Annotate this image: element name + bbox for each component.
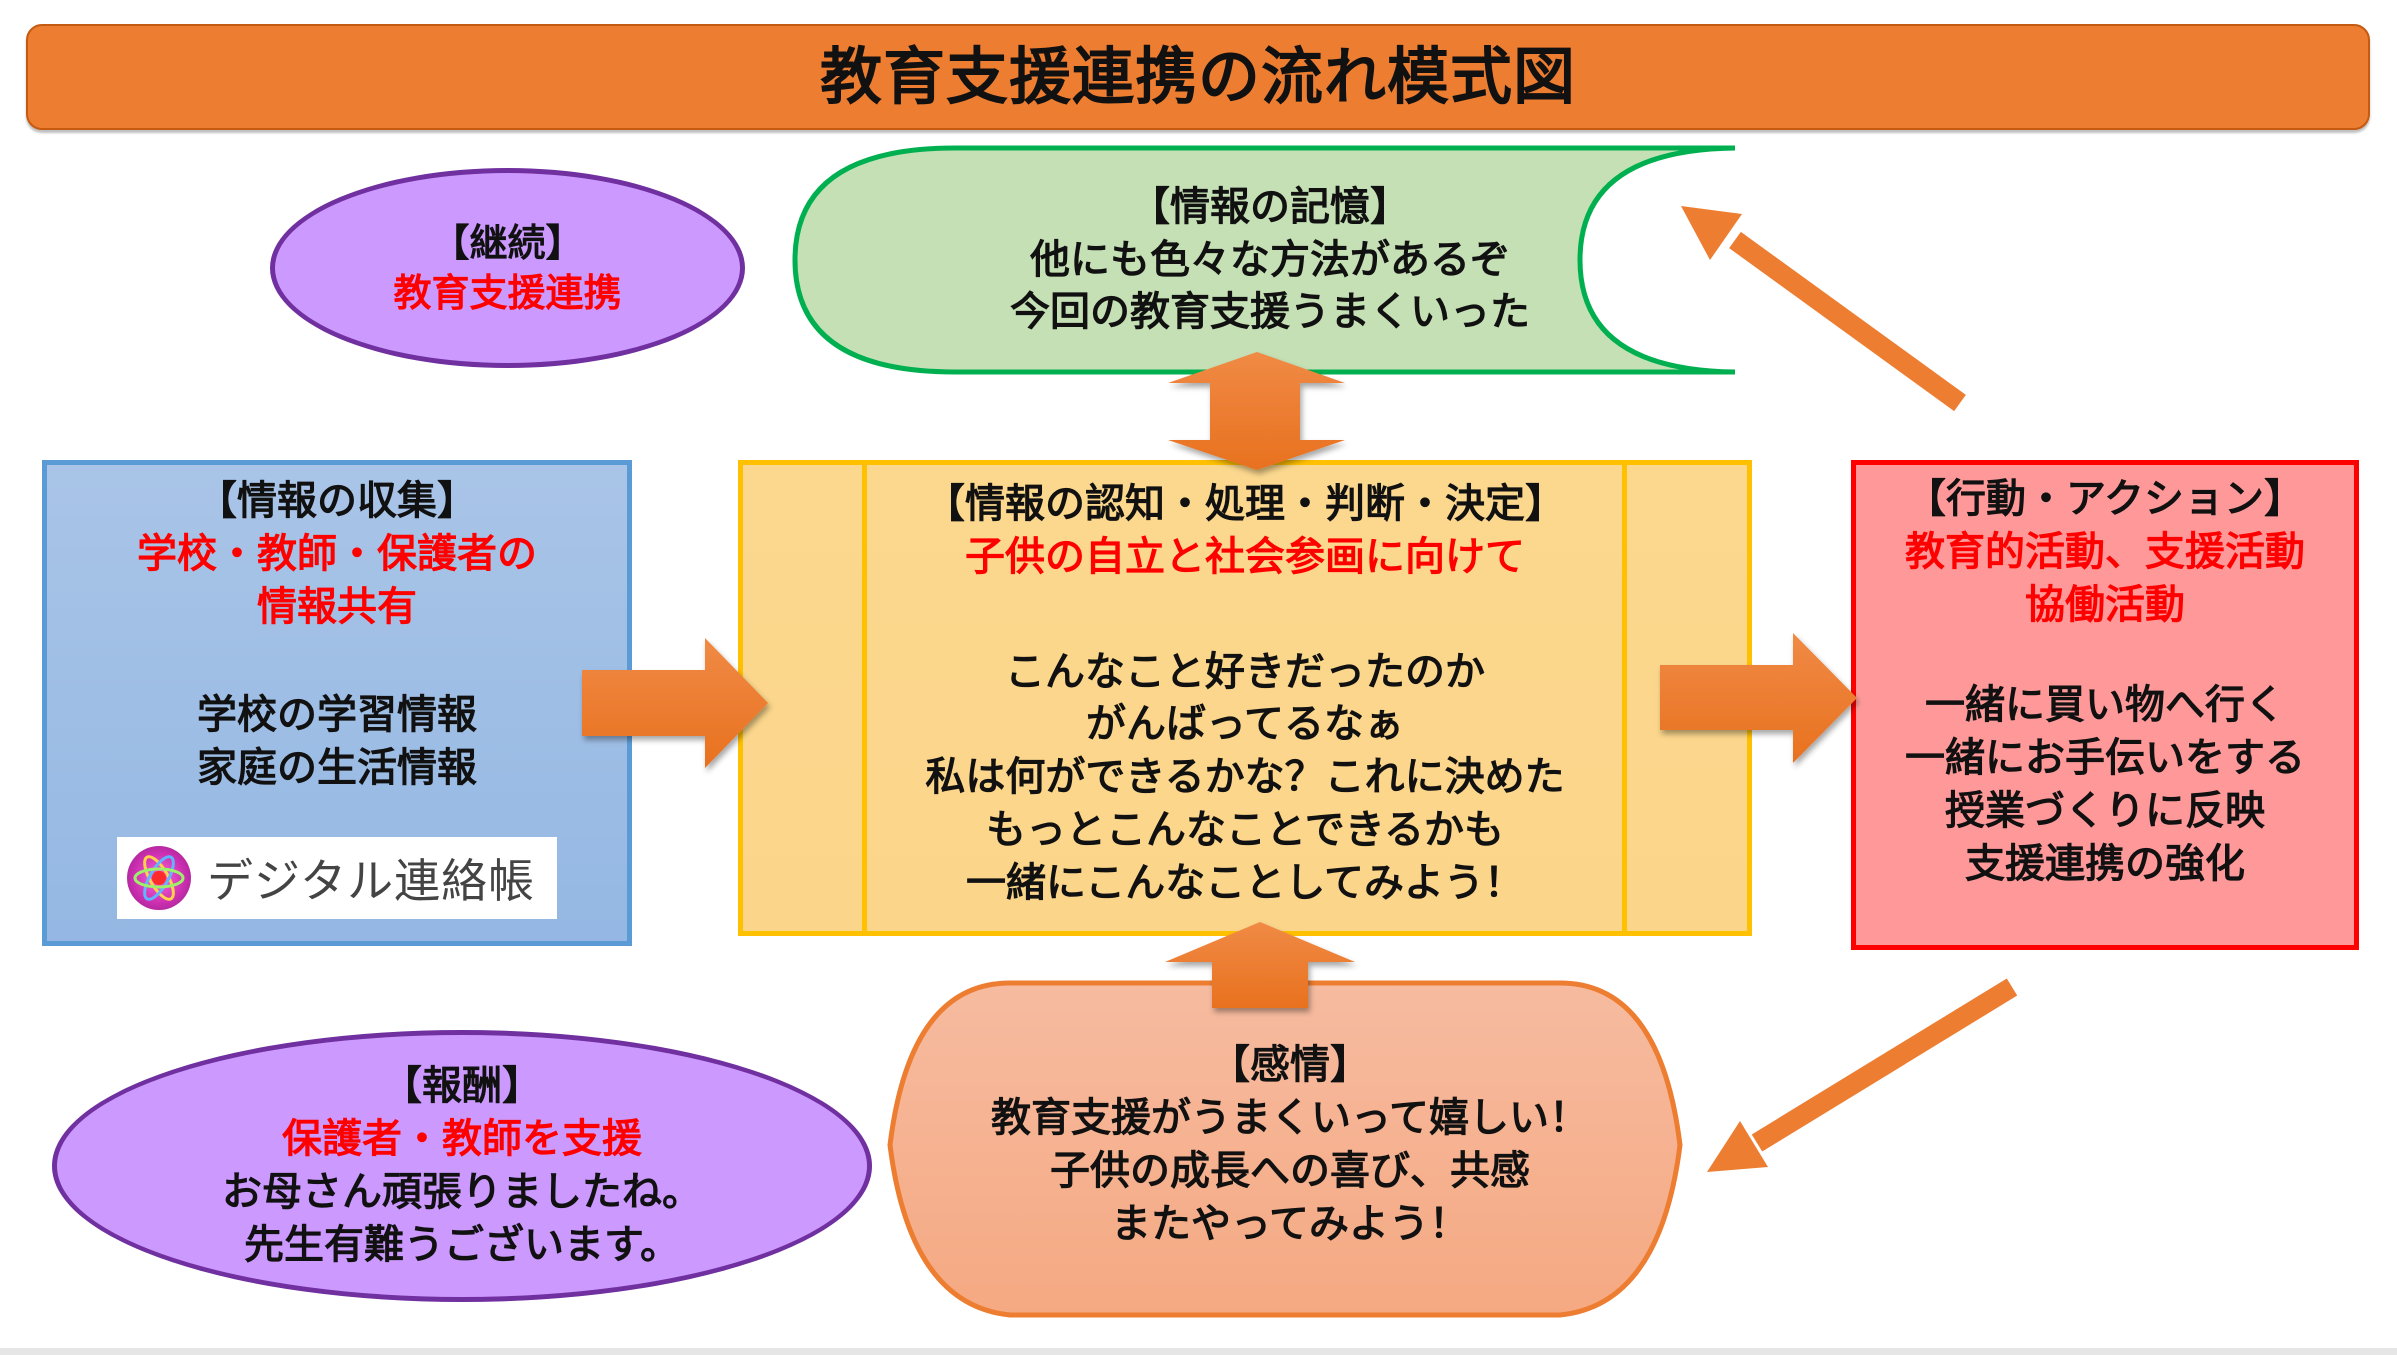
collection-line: 家庭の生活情報 bbox=[197, 745, 477, 792]
reward-heading: 【報酬】 bbox=[382, 1063, 542, 1110]
bottom-strip bbox=[0, 1348, 2397, 1355]
collection-line: 学校の学習情報 bbox=[197, 692, 477, 739]
digital-contact-book-label: デジタル連絡帳 bbox=[207, 853, 536, 908]
memory-shape-cutout bbox=[1577, 145, 1736, 375]
collection-highlight: 学校・教師・保護者の bbox=[137, 530, 537, 577]
action-highlight: 協働活動 bbox=[2025, 581, 2185, 628]
action-line: 支援連携の強化 bbox=[1965, 840, 2245, 887]
action-heading: 【行動・アクション】 bbox=[1906, 476, 2304, 522]
action-node: 【行動・アクション】 教育的活動、支援活動 協働活動 一緒に買い物へ行く 一緒に… bbox=[1851, 460, 2359, 950]
reward-highlight: 保護者・教師を支援 bbox=[282, 1116, 642, 1163]
arrow-down-left-shaft bbox=[1751, 978, 2018, 1152]
continuation-node: 【継続】 教育支援連携 bbox=[270, 168, 745, 368]
memory-node-shape bbox=[792, 145, 1736, 375]
digital-contact-book-badge: デジタル連絡帳 bbox=[117, 836, 557, 919]
memory-line: 他にも色々な方法があるぞ bbox=[1030, 236, 1510, 283]
arrow-up-left-shaft bbox=[1729, 231, 1966, 412]
processing-highlight: 子供の自立と社会参画に向けて bbox=[965, 533, 1525, 580]
collection-heading: 【情報の収集】 bbox=[197, 478, 477, 524]
memory-line: 今回の教育支援うまくいった bbox=[1010, 289, 1530, 336]
emotion-node-shape bbox=[887, 980, 1683, 1318]
emotion-line: 子供の成長への喜び、共感 bbox=[1050, 1148, 1530, 1194]
processing-divider-right bbox=[1622, 460, 1627, 936]
arrow-down-left-icon bbox=[1707, 1121, 1768, 1172]
emotion-node: 【感情】 教育支援がうまくいって嬉しい！ 子供の成長への喜び、共感 またやってみ… bbox=[900, 1025, 1680, 1265]
action-line: 一緒にお手伝いをする bbox=[1905, 735, 2305, 782]
processing-divider-left bbox=[862, 460, 867, 936]
collection-node: 【情報の収集】 学校・教師・保護者の 情報共有 学校の学習情報 家庭の生活情報 … bbox=[42, 460, 632, 946]
processing-line: 私は何ができるかな？これに決めた bbox=[925, 754, 1565, 801]
processing-content: 【情報の認知・処理・判断・決定】 子供の自立と社会参画に向けて こんなこと好きだ… bbox=[870, 470, 1620, 930]
emotion-line: またやってみよう！ bbox=[1111, 1200, 1469, 1247]
emotion-shape-outline bbox=[887, 980, 1683, 1318]
title-bar: 教育支援連携の流れ模式図 bbox=[26, 24, 2370, 130]
processing-line: がんばってるなぁ bbox=[1086, 701, 1404, 748]
action-line: 授業づくりに反映 bbox=[1945, 787, 2265, 834]
atom-logo-icon bbox=[127, 845, 191, 910]
processing-line: 一緒にこんなことしてみよう！ bbox=[966, 859, 1524, 906]
continuation-highlight: 教育支援連携 bbox=[393, 271, 622, 315]
reward-line: 先生有難うございます。 bbox=[244, 1221, 680, 1268]
processing-line: もっとこんなことできるかも bbox=[986, 806, 1504, 853]
memory-shape-fill bbox=[795, 148, 1735, 372]
memory-shape-outline bbox=[792, 145, 1735, 375]
collection-highlight: 情報共有 bbox=[257, 583, 417, 630]
processing-heading: 【情報の認知・処理・判断・決定】 bbox=[925, 481, 1565, 527]
emotion-heading: 【感情】 bbox=[1210, 1042, 1370, 1089]
memory-node: 【情報の記憶】 他にも色々な方法があるぞ 今回の教育支援うまくいった bbox=[860, 160, 1680, 360]
memory-heading: 【情報の記憶】 bbox=[1130, 183, 1410, 230]
action-line: 一緒に買い物へ行く bbox=[1925, 682, 2285, 729]
reward-node: 【報酬】 保護者・教師を支援 お母さん頑張りましたね。 先生有難うございます。 bbox=[52, 1030, 872, 1302]
action-highlight: 教育的活動、支援活動 bbox=[1905, 528, 2305, 575]
diagram-title: 教育支援連携の流れ模式図 bbox=[819, 40, 1576, 114]
reward-line: お母さん頑張りましたね。 bbox=[222, 1169, 702, 1215]
emotion-line: 教育支援がうまくいって嬉しい！ bbox=[991, 1095, 1589, 1142]
processing-line: こんなこと好きだったのか bbox=[1005, 648, 1485, 695]
continuation-heading: 【継続】 bbox=[431, 220, 584, 265]
